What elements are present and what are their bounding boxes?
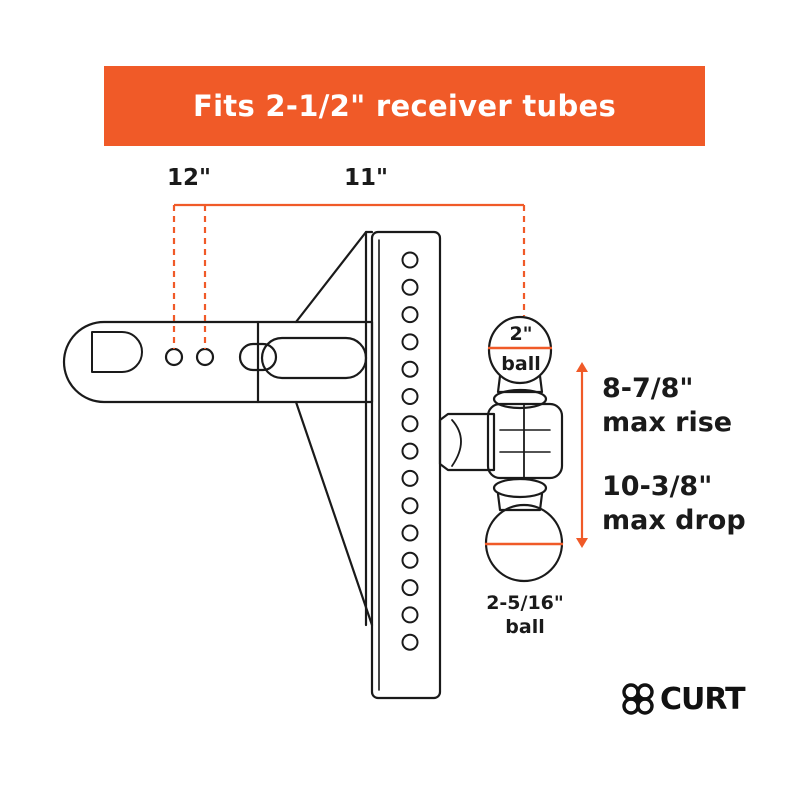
gusset-brace — [294, 230, 374, 627]
drop-bar-hole — [401, 415, 419, 433]
shank-slot-large — [260, 336, 368, 380]
top-ball-label: 2" ball — [490, 322, 552, 376]
bottom-ball — [484, 477, 564, 583]
dim-label-12: 12" — [167, 165, 211, 191]
header-banner: Fits 2-1/2" receiver tubes — [104, 66, 705, 146]
top-ball — [487, 315, 553, 410]
drop-bar-hole — [401, 497, 419, 515]
drop-bar-hole — [401, 360, 419, 378]
top-ball-size: 2" — [509, 323, 533, 345]
drop-bar-hole — [401, 388, 419, 405]
brand-name: CURT — [660, 681, 746, 717]
pin-hole-12 — [164, 347, 184, 367]
drop-value: 10-3/8" — [602, 471, 713, 502]
drop-label: 10-3/8" max drop — [602, 470, 746, 538]
drop-bar-hole — [401, 606, 419, 624]
dim-label-11: 11" — [344, 165, 388, 191]
banner-title: Fits 2-1/2" receiver tubes — [192, 89, 617, 123]
drop-bar-hole — [401, 251, 419, 269]
rise-value: 8-7/8" — [602, 373, 694, 404]
rise-arrow-icon — [576, 362, 588, 372]
drop-bar-hole — [401, 551, 419, 569]
drop-bar-hole — [401, 633, 419, 651]
rise-label: 8-7/8" max rise — [602, 372, 732, 440]
drop-text: max drop — [602, 505, 746, 536]
pin-hole-11 — [195, 347, 215, 367]
drop-bar-hole — [401, 442, 419, 460]
top-ball-word: ball — [501, 353, 541, 375]
drop-bar-hole — [401, 278, 419, 296]
drop-bar-hole — [401, 579, 419, 597]
drop-bar-hole — [401, 524, 419, 542]
drop-bar-hole — [401, 333, 419, 351]
rise-text: max rise — [602, 407, 733, 438]
bottom-ball-label: 2-5/16" ball — [470, 591, 580, 639]
ball-carrier — [438, 402, 564, 480]
drop-bar — [370, 230, 442, 700]
curt-logo-icon — [622, 683, 654, 715]
drop-bar-holes — [401, 251, 419, 651]
bottom-ball-word: ball — [505, 616, 545, 638]
drop-bar-hole — [401, 306, 419, 324]
bottom-ball-size: 2-5/16" — [486, 592, 564, 614]
drop-arrow-icon — [576, 538, 588, 548]
drop-bar-hole — [401, 469, 419, 487]
shank — [62, 320, 374, 404]
brand-logo: CURT — [620, 681, 746, 717]
